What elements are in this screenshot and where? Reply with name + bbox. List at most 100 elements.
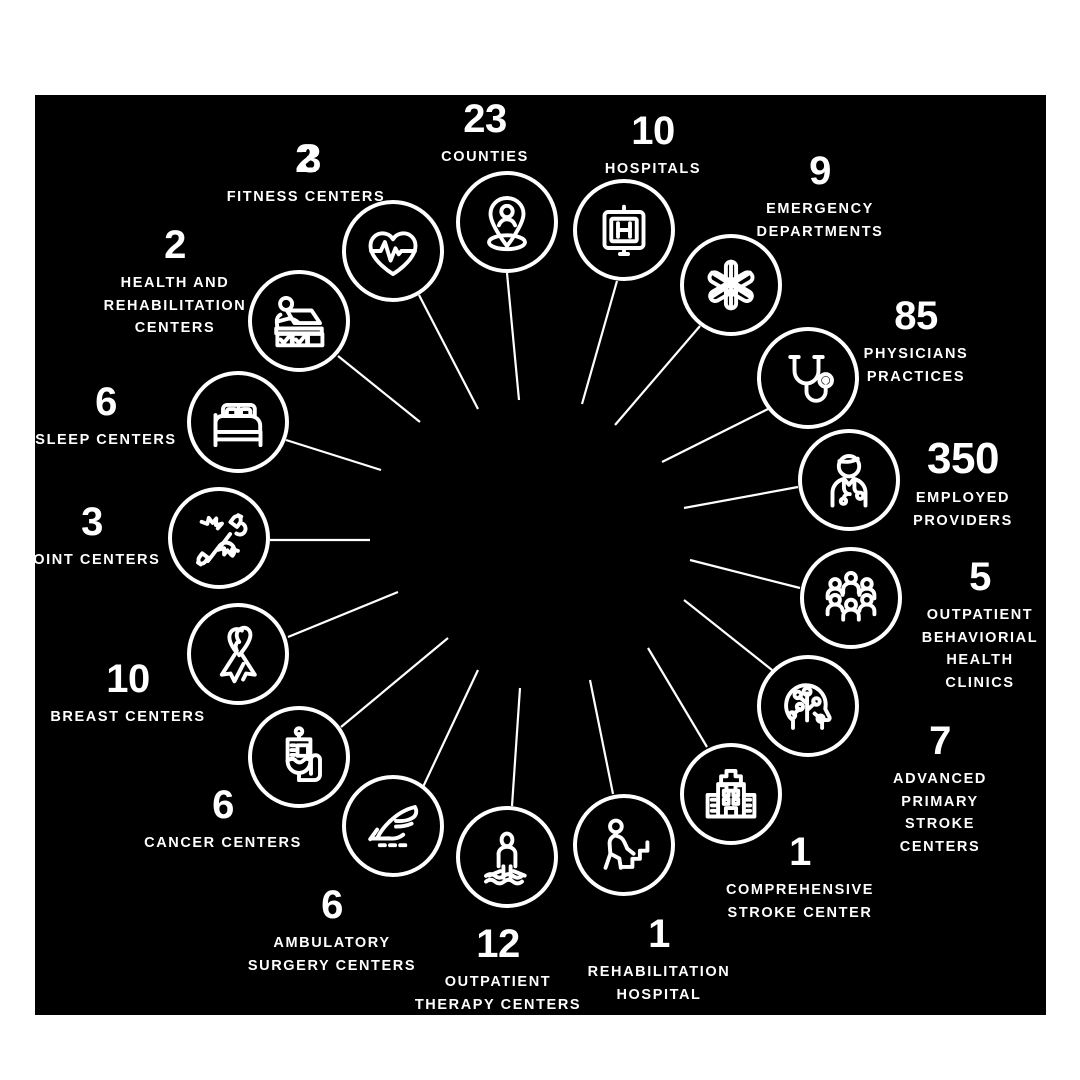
desk-assessment-checklist-icon xyxy=(263,285,335,357)
icon-node-breast-centers[interactable] xyxy=(187,603,289,705)
icon-node-advanced-primary-stroke-centers[interactable] xyxy=(757,655,859,757)
icon-node-sleep-centers[interactable] xyxy=(187,371,289,473)
spoke-line-fitness-centers xyxy=(418,294,479,410)
icon-node-ambulatory-surgery-centers[interactable] xyxy=(342,775,444,877)
stat-caption-rehabilitation-hospital: REHABILITATION HOSPITAL xyxy=(587,964,731,1003)
stat-number-outpatient-behavioral-health-clinics: 5 xyxy=(969,555,991,599)
stat-number-emergency-departments: 9 xyxy=(809,149,831,193)
stat-number-hospitals: 10 xyxy=(631,109,675,153)
icon-node-comprehensive-stroke-center[interactable] xyxy=(680,743,782,845)
spoke-line-physicians-practices xyxy=(661,408,769,463)
stat-caption-outpatient-behavioral-health-clinics: OUTPATIENT BEHAVIORIAL HEALTH CLINICS xyxy=(921,607,1039,691)
icon-node-employed-providers[interactable] xyxy=(798,429,900,531)
stat-caption-ambulatory-surgery-centers: AMBULATORY SURGERY CENTERS xyxy=(247,935,417,974)
stat-number-ambulatory-surgery-centers: 6 xyxy=(321,883,343,927)
spoke-line-cancer-centers xyxy=(340,637,449,728)
spoke-line-counties xyxy=(505,272,521,401)
icon-node-outpatient-therapy-centers[interactable] xyxy=(456,806,558,908)
location-pin-person-icon xyxy=(471,186,543,258)
spoke-line-outpatient-behavioral-health-clinics xyxy=(689,558,801,590)
stat-number-advanced-primary-stroke-centers: 7 xyxy=(929,719,951,763)
doctor-provider-icon xyxy=(813,444,885,516)
icon-node-rehabilitation-hospital[interactable] xyxy=(573,794,675,896)
stat-caption-joint-centers: JOINT CENTERS xyxy=(35,552,161,569)
stat-number-employed-providers: 350 xyxy=(927,434,999,483)
stat-number-rehabilitation-hospital: 1 xyxy=(648,912,670,956)
stat-caption-fitness-centers: FITNESS CENTERS xyxy=(226,189,386,206)
stat-number-outpatient-therapy-centers: 12 xyxy=(476,922,520,966)
stethoscope-icon xyxy=(772,342,844,414)
stat-caption-sleep-centers: SLEEP CENTERS xyxy=(35,432,177,449)
awareness-ribbon-icon xyxy=(202,618,274,690)
person-climbing-stairs-icon xyxy=(588,809,660,881)
stat-caption-employed-providers: EMPLOYED PROVIDERS xyxy=(913,490,1013,529)
icon-node-fitness-centers[interactable] xyxy=(342,200,444,302)
spoke-line-rehabilitation-hospital xyxy=(588,679,615,795)
stat-number-physicians-practices: 85 xyxy=(894,294,938,338)
star-of-life-icon xyxy=(695,249,767,321)
stat-caption-health-and-rehabilitation-centers: HEALTH AND REHABILITATION CENTERS xyxy=(103,275,247,337)
stat-caption-comprehensive-stroke-center: COMPREHENSIVE STROKE CENTER xyxy=(725,882,875,921)
stat-number-sleep-centers: 6 xyxy=(95,380,117,424)
stat-caption-counties: COUNTIES xyxy=(441,149,529,166)
spoke-line-advanced-primary-stroke-centers xyxy=(683,599,773,671)
iv-drip-bag-icon xyxy=(263,721,335,793)
stat-caption-outpatient-therapy-centers: OUTPATIENT THERAPY CENTERS xyxy=(414,974,582,1013)
icon-node-health-and-rehabilitation-centers[interactable] xyxy=(248,270,350,372)
stat-number-cancer-centers: 6 xyxy=(212,783,234,827)
spoke-line-health-and-rehabilitation-centers xyxy=(337,355,421,423)
stat-caption-physicians-practices: PHYSICIANS PRACTICES xyxy=(863,346,969,385)
heart-ecg-icon xyxy=(357,215,429,287)
bed-icon xyxy=(202,386,274,458)
spoke-line-employed-providers xyxy=(683,485,799,510)
stat-caption-cancer-centers: CANCER CENTERS xyxy=(144,835,302,852)
aquatic-therapy-person-icon xyxy=(471,821,543,893)
stat-number-counties: 23 xyxy=(463,97,507,141)
spoke-line-breast-centers xyxy=(287,590,399,639)
stat-caption-breast-centers: BREAST CENTERS xyxy=(50,709,206,726)
spoke-line-emergency-departments xyxy=(614,325,701,426)
spoke-line-sleep-centers xyxy=(285,438,382,472)
stat-number-breast-centers: 10 xyxy=(106,657,150,701)
icon-node-hospitals[interactable] xyxy=(573,179,675,281)
spoke-line-hospitals xyxy=(580,280,619,405)
group-of-people-icon xyxy=(815,562,887,634)
icon-node-emergency-departments[interactable] xyxy=(680,234,782,336)
icon-node-cancer-centers[interactable] xyxy=(248,706,350,808)
joint-pain-bone-icon xyxy=(183,502,255,574)
icon-node-counties[interactable] xyxy=(456,171,558,273)
hospital-helipad-sign-icon xyxy=(588,194,660,266)
stat-number-comprehensive-stroke-center: 1 xyxy=(789,830,811,874)
hospital-building-cross-icon xyxy=(695,758,767,830)
stat-number-health-and-rehabilitation-centers: 2 xyxy=(164,223,186,267)
spoke-line-comprehensive-stroke-center xyxy=(647,647,708,748)
icon-node-joint-centers[interactable] xyxy=(168,487,270,589)
surgery-scalpel-hand-icon xyxy=(357,790,429,862)
spoke-line-outpatient-therapy-centers xyxy=(510,687,522,807)
icon-node-physicians-practices[interactable] xyxy=(757,327,859,429)
brain-head-network-icon xyxy=(772,670,844,742)
stat-caption-advanced-primary-stroke-centers: ADVANCED PRIMARY STROKE CENTERS xyxy=(893,771,987,855)
icon-node-outpatient-behavioral-health-clinics[interactable] xyxy=(800,547,902,649)
stat-number-joint-centers: 3 xyxy=(81,500,103,544)
stat-caption-hospitals: HOSPITALS xyxy=(604,161,702,178)
